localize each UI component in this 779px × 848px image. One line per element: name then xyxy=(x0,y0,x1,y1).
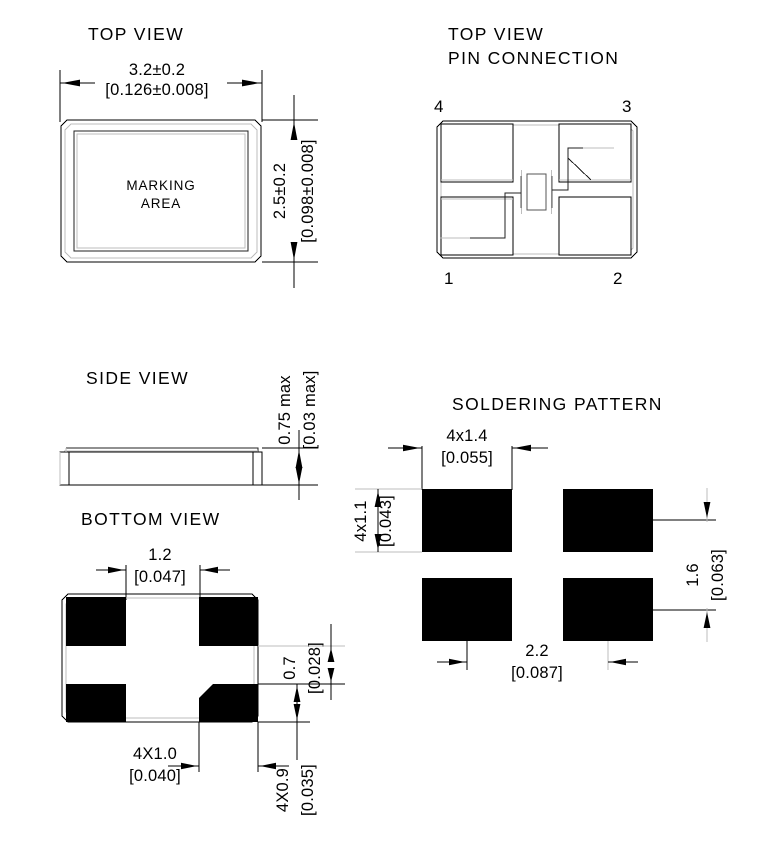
soldering-pad-height-dim-mm: 4x1.1 xyxy=(352,500,370,541)
bottom-view-pad-width-dim-inch: [0.040] xyxy=(129,767,181,785)
top-view-width-dim-inch: [0.126±0.008] xyxy=(105,81,208,99)
soldering-pad-top-left xyxy=(422,489,512,552)
marking-area-label-line1: MARKING xyxy=(126,178,195,193)
side-view-group: SIDE VIEW 0.75 max [0.03 max] xyxy=(59,368,319,500)
bottom-pad-top-left xyxy=(66,597,126,646)
top-view-group: TOP VIEW 3.2±0.2 [0.126±0.008] MARKING A… xyxy=(59,24,318,288)
bottom-pad-bottom-left xyxy=(66,684,126,722)
soldering-pitch-x-dim-mm: 2.2 xyxy=(525,642,549,660)
soldering-pattern-title: SOLDERING PATTERN xyxy=(452,394,663,414)
soldering-pad-width-dim-mm: 4x1.4 xyxy=(446,427,487,445)
crystal-symbol-body xyxy=(526,173,547,211)
bottom-pad-bottom-right-chamfered xyxy=(199,684,258,722)
bottom-view-gap-dim-mm: 1.2 xyxy=(148,546,172,564)
pin-connection-view-group: TOP VIEW PIN CONNECTION 4 3 1 2 xyxy=(434,24,638,288)
bottom-view-pad-height-dim-inch: [0.035] xyxy=(299,764,317,816)
soldering-pitch-y-dim-mm: 1.6 xyxy=(684,563,702,587)
bottom-pad-top-right xyxy=(199,597,258,646)
pin-label-1: 1 xyxy=(444,269,453,288)
soldering-pad-top-right xyxy=(563,489,653,552)
top-view-width-dim-mm: 3.2±0.2 xyxy=(129,61,185,79)
soldering-pitch-x-dim-inch: [0.087] xyxy=(511,664,563,682)
soldering-pad-bottom-right xyxy=(563,578,653,641)
bottom-view-group: BOTTOM VIEW 1.2 [0.047] 4X1.0 [0.040] 0.… xyxy=(61,509,345,816)
bottom-view-row-gap-dim-mm: 0.7 xyxy=(281,656,299,680)
pin-pad-2 xyxy=(558,196,632,256)
pin-pad-3 xyxy=(558,123,632,183)
soldering-pattern-group: SOLDERING PATTERN 4x1.4 [0.055] 4x1.1 [0… xyxy=(352,394,727,682)
pin-connection-title-line2: PIN CONNECTION xyxy=(448,48,619,68)
soldering-pad-height-dim-inch: [0.043] xyxy=(377,495,395,547)
soldering-pitch-y-dim-inch: [0.063] xyxy=(709,549,727,601)
pin-pad-4 xyxy=(440,123,514,183)
side-view-title: SIDE VIEW xyxy=(86,368,189,388)
bottom-view-gap-dim-inch: [0.047] xyxy=(134,568,186,586)
pin-label-3: 3 xyxy=(622,97,631,116)
bottom-view-pad-width-dim-mm: 4X1.0 xyxy=(133,745,177,763)
top-view-height-dim-inch: [0.098±0.008] xyxy=(299,139,317,242)
pin-label-2: 2 xyxy=(613,269,622,288)
soldering-pad-width-dim-inch: [0.055] xyxy=(441,449,493,467)
side-view-height-dim-mm: 0.75 max xyxy=(276,375,294,445)
side-view-height-dim-inch: [0.03 max] xyxy=(301,370,319,449)
pin-connection-title-line1: TOP VIEW xyxy=(448,24,544,44)
marking-area-label-line2: AREA xyxy=(141,196,181,211)
bottom-view-pad-height-dim-mm: 4X0.9 xyxy=(274,768,292,812)
pin-pad-1 xyxy=(440,196,514,256)
pin-label-4: 4 xyxy=(434,97,443,116)
top-view-height-dim-mm: 2.5±0.2 xyxy=(271,163,289,219)
bottom-view-row-gap-dim-inch: [0.028] xyxy=(306,642,324,694)
top-view-title: TOP VIEW xyxy=(88,24,184,44)
bottom-view-title: BOTTOM VIEW xyxy=(81,509,221,529)
soldering-pad-bottom-left xyxy=(422,578,512,641)
